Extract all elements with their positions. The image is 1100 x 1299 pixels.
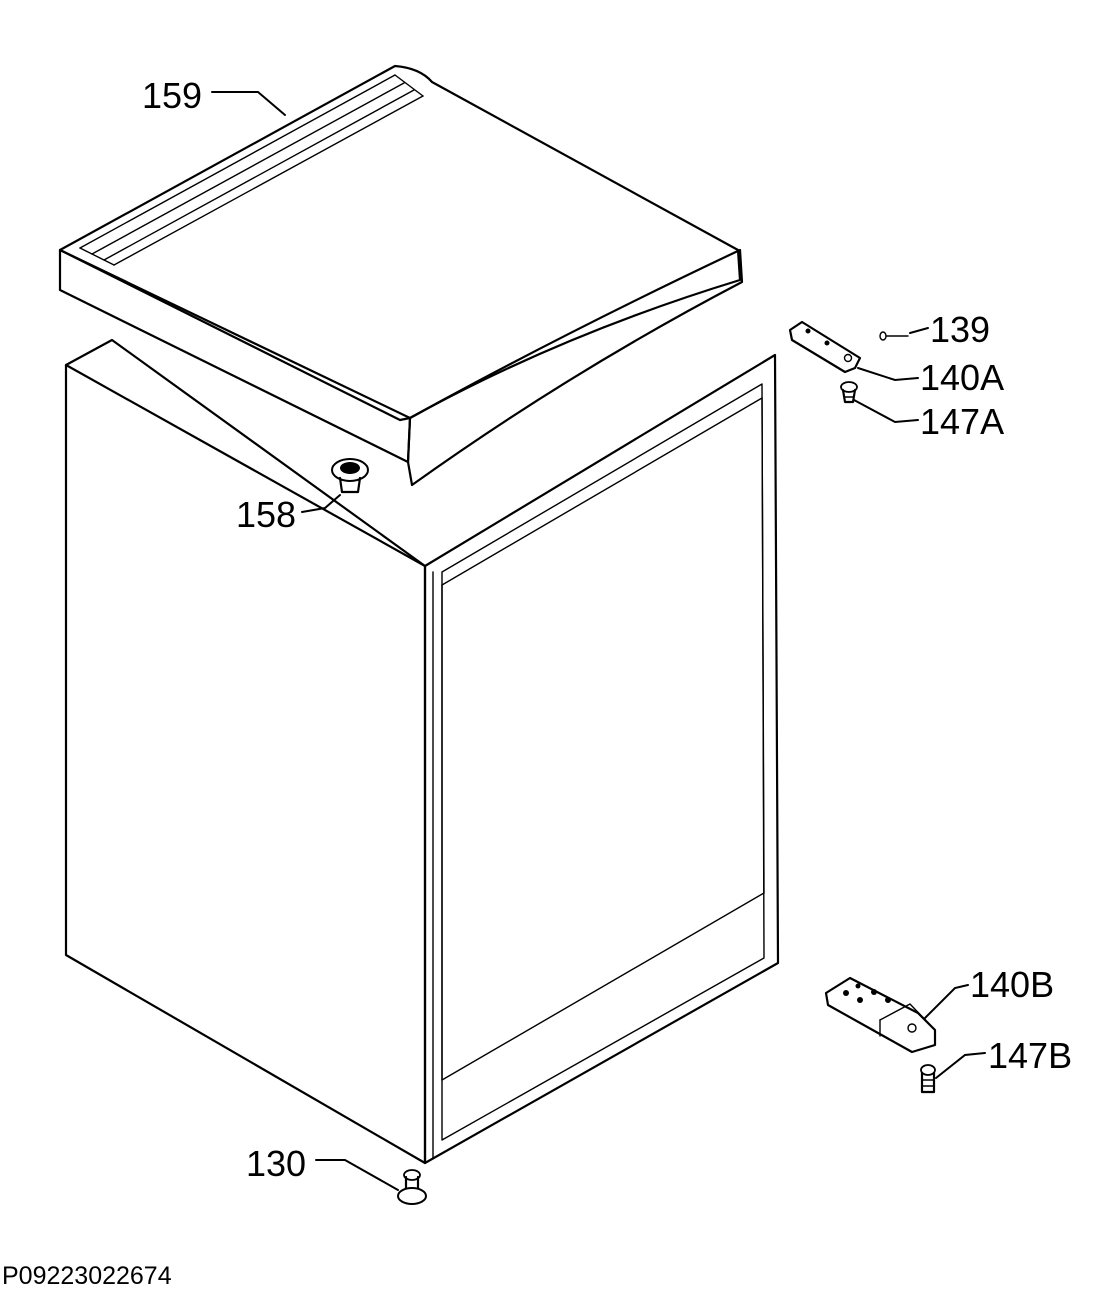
hinge-pin-158: [331, 458, 369, 494]
diagram-reference-number: P09223022674: [2, 1262, 172, 1290]
callout-158: 158: [236, 494, 296, 535]
callout-147a: 147A: [920, 401, 1004, 442]
pin-147b: [920, 1064, 936, 1094]
hinge-140b: [824, 976, 937, 1054]
cabinet-body: [64, 338, 780, 1165]
worktop-lid: [58, 64, 744, 487]
leader-lines: [211, 91, 986, 1191]
foot-130: [397, 1169, 427, 1205]
screw-139: [879, 331, 909, 341]
callout-139: 139: [930, 309, 990, 350]
callout-140b: 140B: [970, 964, 1054, 1005]
callout-159: 159: [142, 75, 202, 116]
callout-140a: 140A: [920, 357, 1004, 398]
callout-147b: 147B: [988, 1035, 1072, 1076]
hinge-140a: [788, 320, 862, 374]
pin-147a: [840, 381, 858, 404]
callout-130: 130: [246, 1143, 306, 1184]
